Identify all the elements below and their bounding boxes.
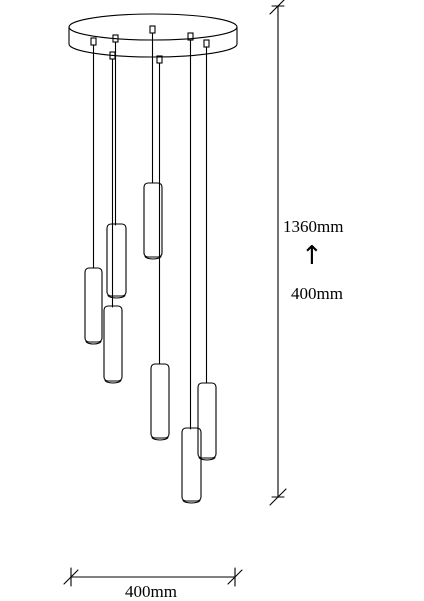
width-dimension-line <box>63 567 243 587</box>
max-height-label: 1360mm <box>283 217 344 236</box>
height-dimension-line <box>269 0 287 506</box>
min-height-label: 400mm <box>291 284 343 303</box>
pendant-1 <box>84 37 103 345</box>
arrow-up-icon: ↑ <box>301 241 323 271</box>
pendant-6 <box>181 32 202 504</box>
width-label: 400mm <box>125 582 177 601</box>
pendant-7 <box>197 39 217 461</box>
pendant-2 <box>106 34 127 299</box>
pendant-3 <box>103 51 123 384</box>
pendant-5 <box>150 55 170 441</box>
pendant-4 <box>143 25 163 260</box>
